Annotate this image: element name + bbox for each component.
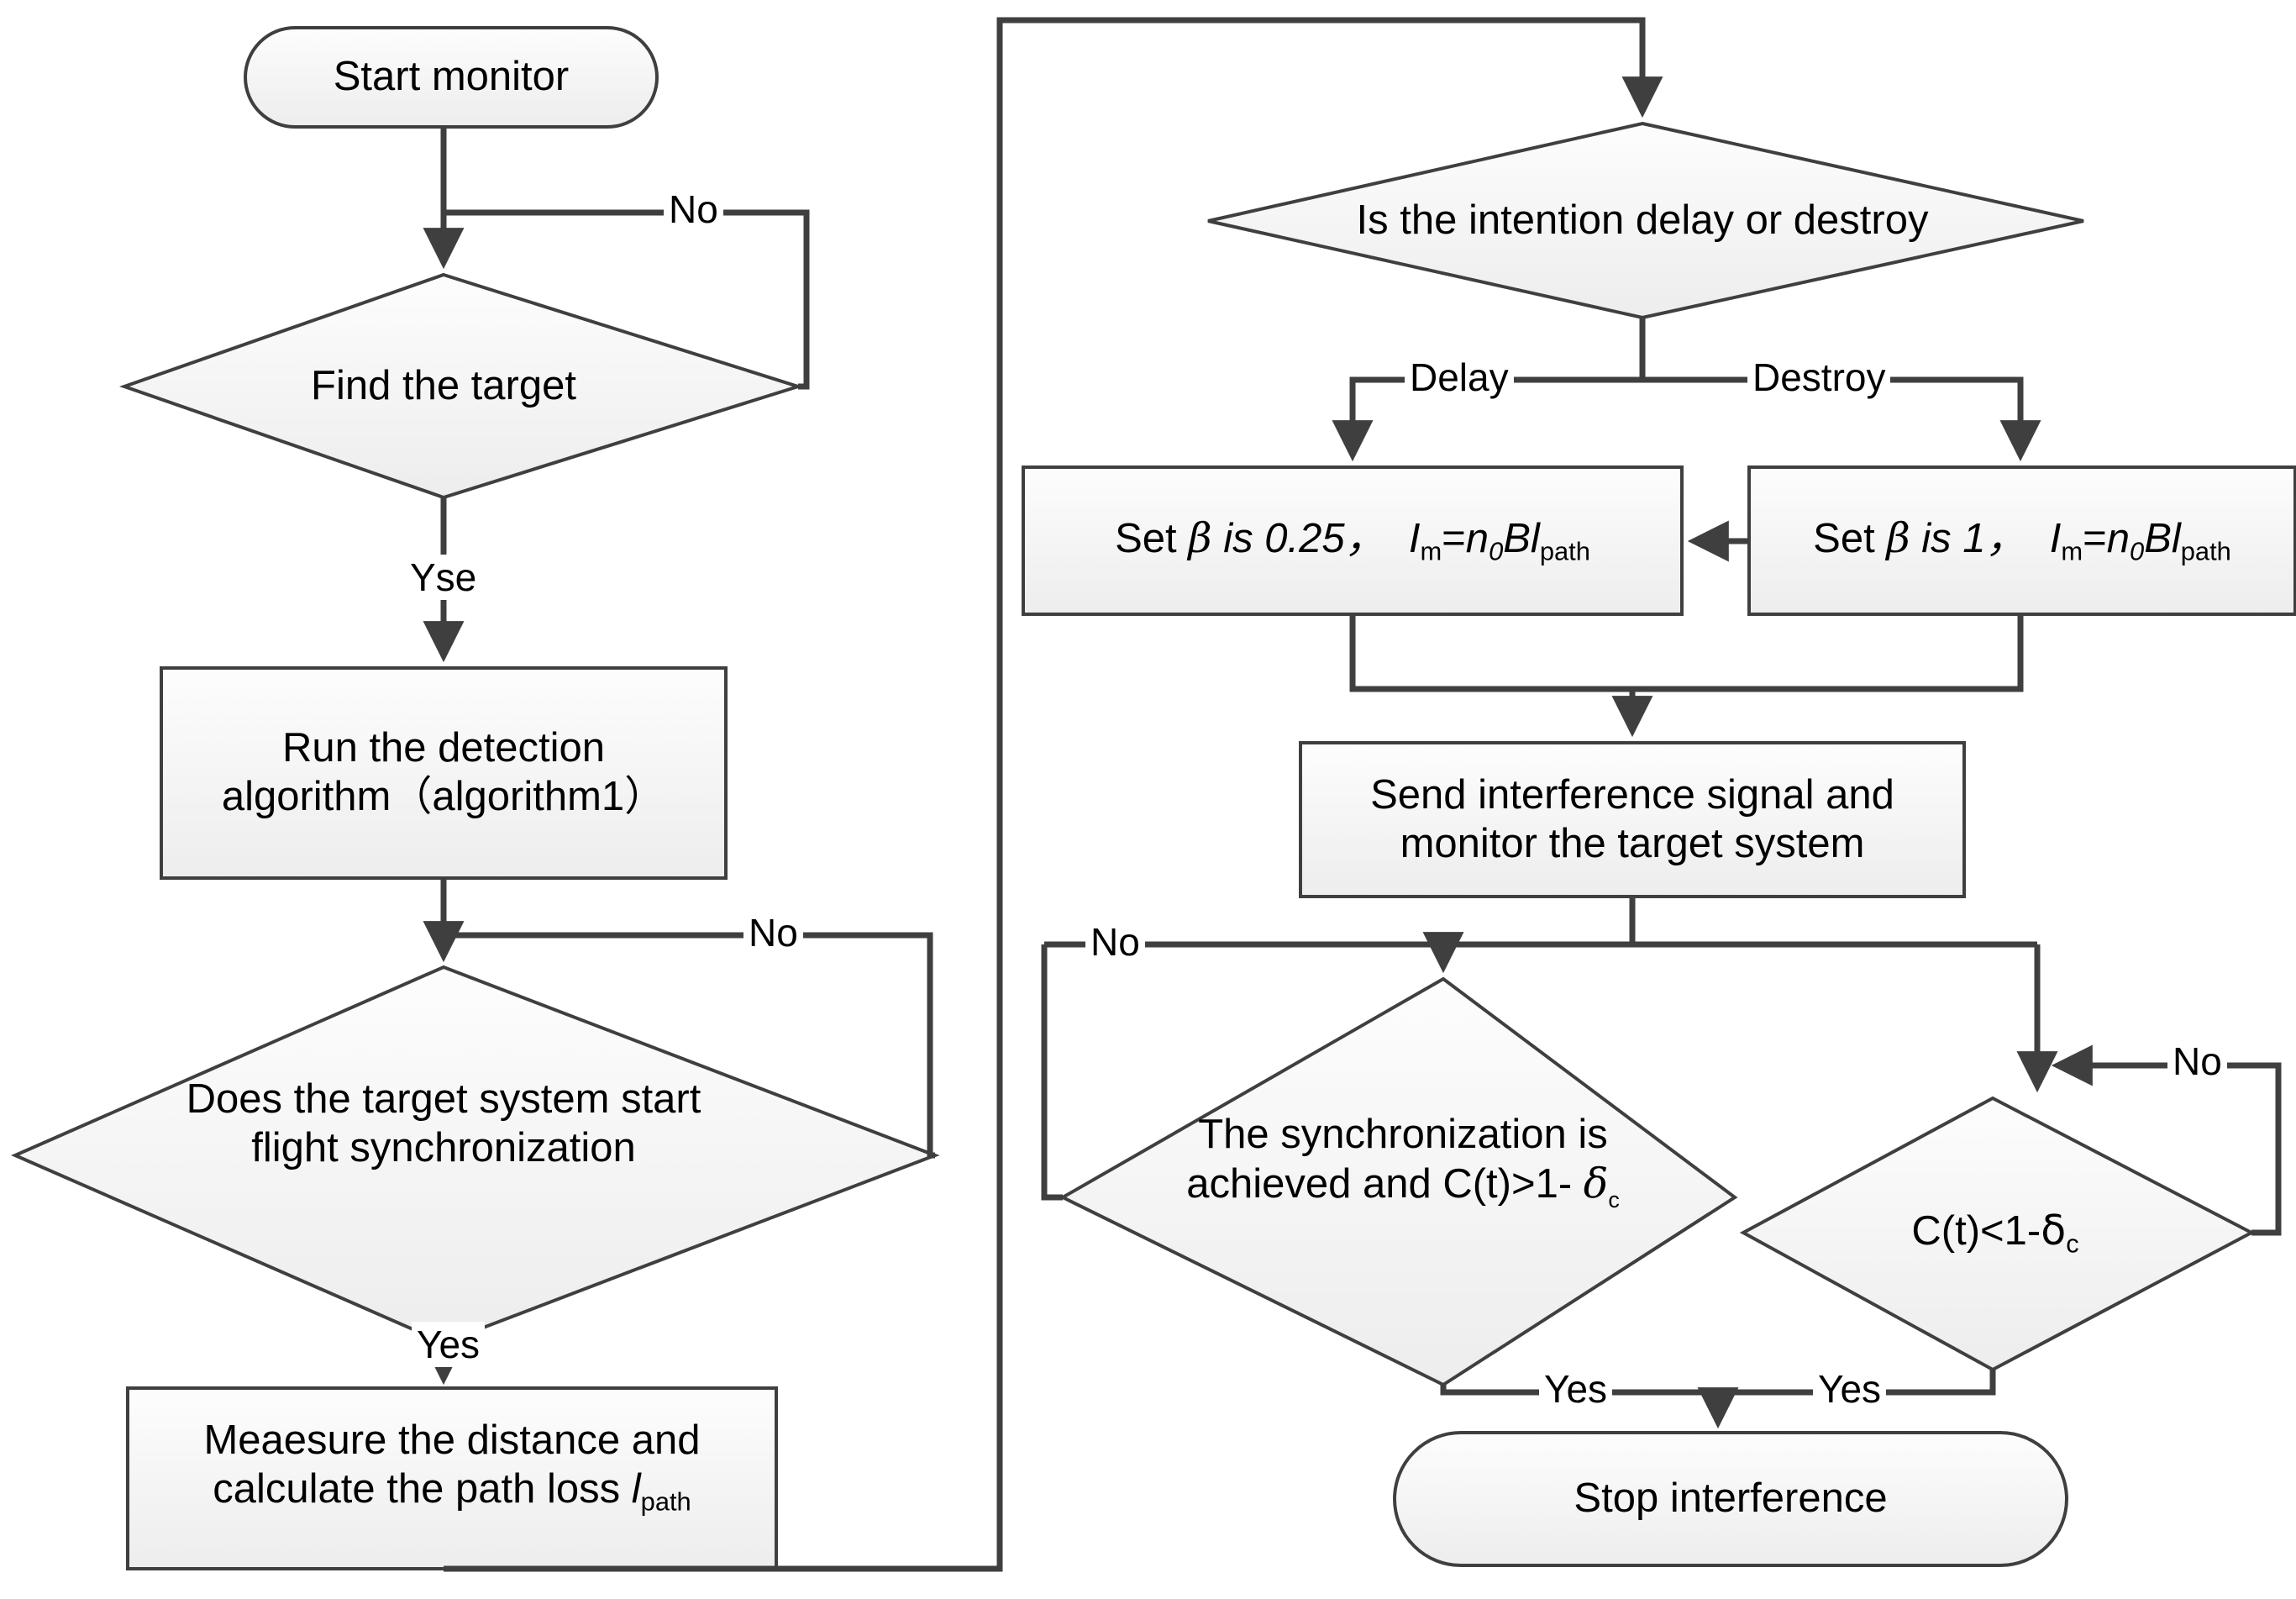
node-start-monitor xyxy=(244,26,659,129)
beta-symbol-destroy: β xyxy=(1886,514,1910,563)
node-set-beta-delay-label: Set β is 0.25， Im=n0Blpath xyxy=(1115,514,1590,566)
edge-sync-no-loop xyxy=(1041,944,1063,1201)
node-measure-distance-label: Meaesure the distance and calculate the … xyxy=(128,1417,776,1517)
node-set-beta-destroy-label: Set β is 1， Im=n0Blpath xyxy=(1813,514,2231,566)
send-line1: Send interference signal and xyxy=(1370,771,1894,818)
node-intention-label: Is the intention delay or destroy xyxy=(1356,197,1929,244)
node-measure-distance xyxy=(126,1386,778,1570)
edge-outer-loop xyxy=(444,17,1663,1572)
measure-line1: Meaesure the distance and xyxy=(203,1418,701,1463)
path-loss-symbol: l xyxy=(631,1465,641,1512)
edge-sync-yes-bottom xyxy=(1440,1385,1718,1396)
node-target-sync-label: Does the target system start flight sync… xyxy=(24,1076,864,1173)
edge-label-sync-yes: Yes xyxy=(1539,1366,1613,1412)
edge-label-delay: Delay xyxy=(1405,355,1514,401)
edge-label-target-sync-yes: Yes xyxy=(412,1322,486,1368)
sync-line2: achieved and C(t)>1- δc xyxy=(1186,1159,1620,1212)
edge-label-detection-no: No xyxy=(743,910,803,956)
target-sync-line2: flight synchronization xyxy=(251,1124,636,1170)
edge-detection-no-loop xyxy=(444,932,935,1159)
edge-label-find-no: No xyxy=(664,187,723,233)
edge-cless-yes-bottom xyxy=(1718,1370,1996,1396)
node-find-target-label: Find the target xyxy=(311,363,576,409)
edge-find-no-loop xyxy=(444,209,810,390)
node-send-interference-label: Send interference signal and monitor the… xyxy=(1300,743,1964,897)
path-loss-subscript: path xyxy=(640,1486,691,1517)
edge-label-destroy: Destroy xyxy=(1747,355,1891,401)
node-stop-interference xyxy=(1393,1431,2068,1567)
run-detection-line1: Run the detection xyxy=(281,725,606,771)
run-detection-line2: algorithm（algorithm1） xyxy=(221,774,666,819)
send-line2: monitor the target system xyxy=(1400,820,1865,866)
edge-label-cless-no: No xyxy=(2167,1039,2227,1085)
node-c-less-label: C(t)<1-δc xyxy=(1911,1206,2079,1258)
delta-symbol-cless: δ xyxy=(2041,1206,2067,1254)
sync-line1: The synchronization is xyxy=(1198,1112,1608,1157)
node-stop-interference-label: Stop interference xyxy=(1574,1475,1888,1522)
edge-beta-merge xyxy=(1349,614,2024,692)
edge-label-sync-no: No xyxy=(1085,919,1145,965)
node-sync-achieved-label: The synchronization is achieved and C(t)… xyxy=(1084,1111,1722,1214)
delta-symbol-sync: δ xyxy=(1583,1159,1609,1207)
measure-line2: calculate the path loss lpath xyxy=(213,1465,691,1517)
node-run-detection-label: Run the detection algorithm（algorithm1） xyxy=(161,668,726,878)
node-start-monitor-label: Start monitor xyxy=(333,54,570,100)
edge-label-cless-yes: Yes xyxy=(1813,1366,1887,1412)
beta-symbol-delay: β xyxy=(1188,514,1212,563)
edge-label-find-yes: Yse xyxy=(405,555,482,601)
node-run-detection xyxy=(160,666,728,880)
target-sync-line1: Does the target system start xyxy=(186,1076,701,1122)
